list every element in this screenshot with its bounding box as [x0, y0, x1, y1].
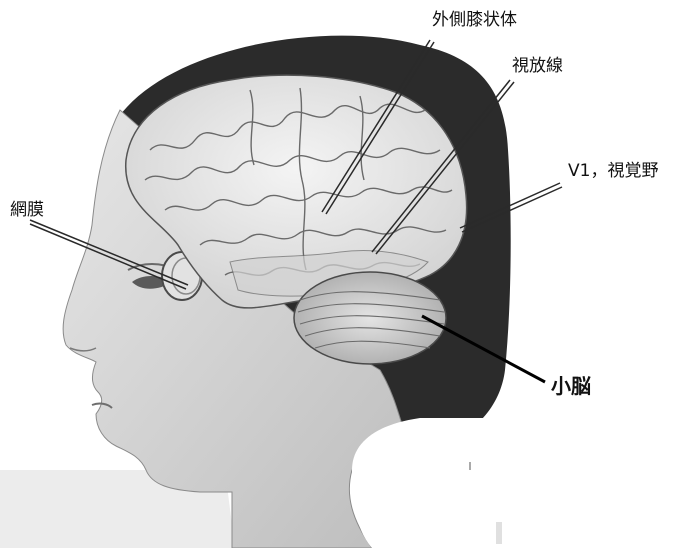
label-lateral-geniculate: 外側膝状体 [432, 12, 517, 29]
label-optic-radiation: 視放線 [512, 58, 563, 75]
artifact-bar [496, 522, 502, 544]
label-visual-cortex: V1，視覚野 [568, 163, 658, 180]
background-cutout [352, 418, 686, 548]
label-cerebellum: 小脳 [551, 376, 591, 396]
label-retina: 網膜 [10, 202, 44, 219]
